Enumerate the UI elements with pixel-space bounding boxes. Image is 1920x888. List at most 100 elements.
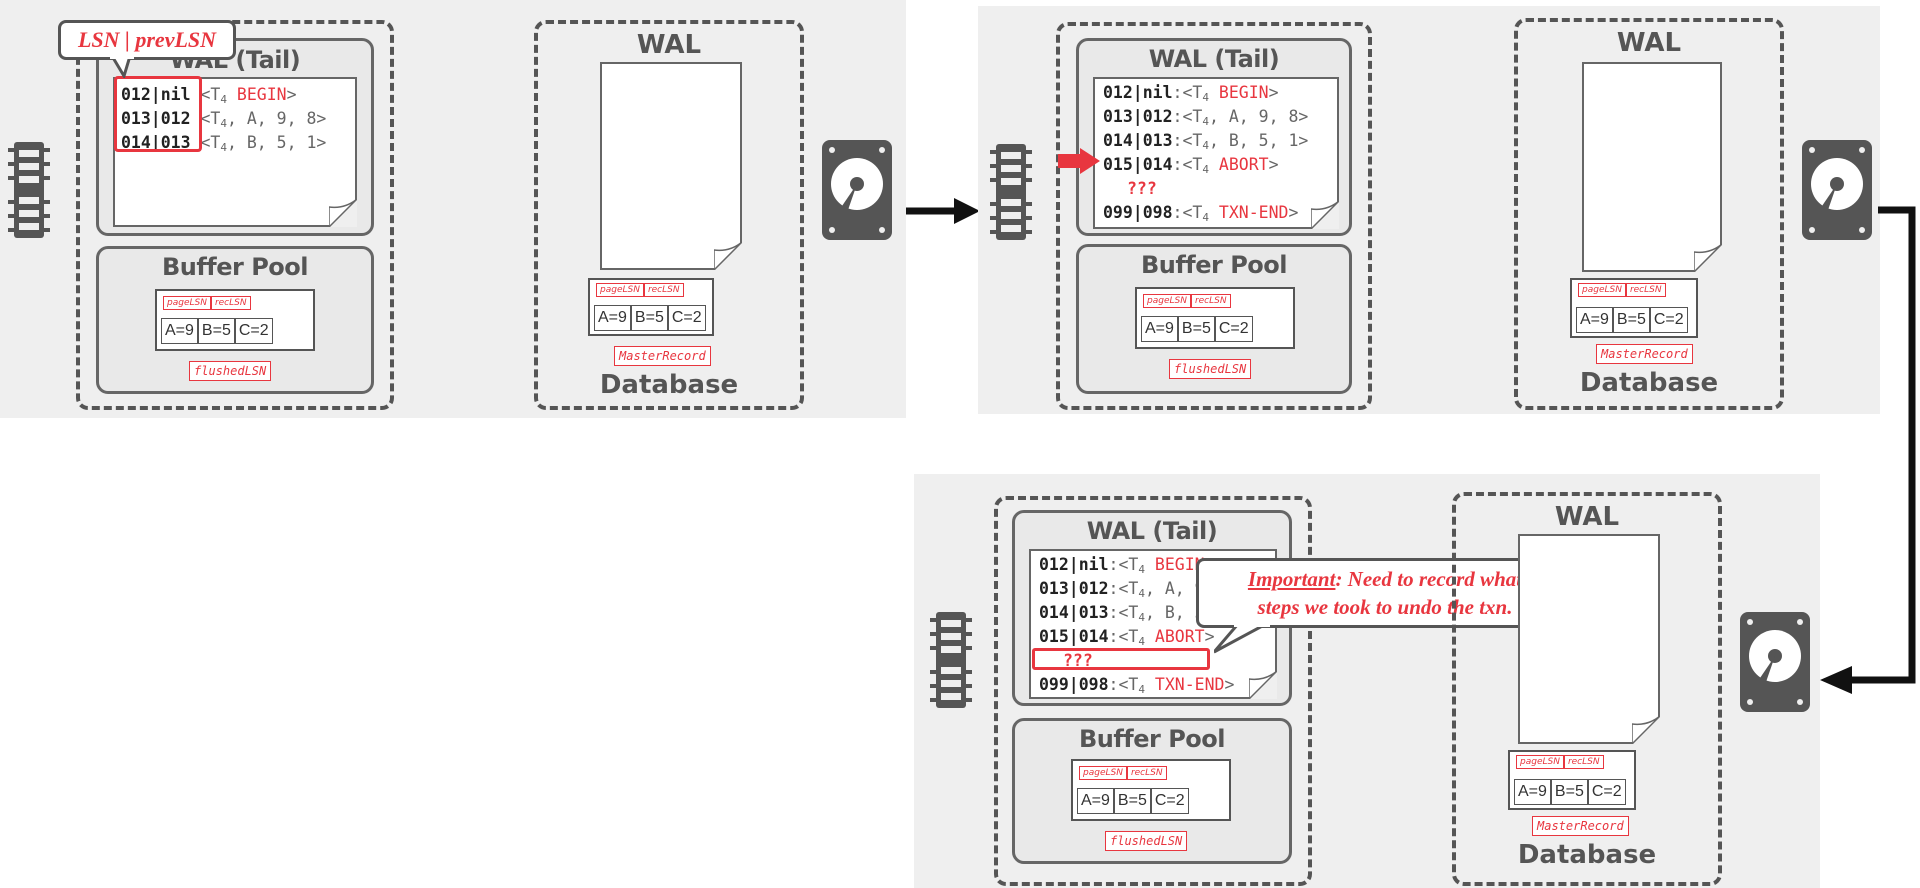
callout-pointer bbox=[110, 56, 134, 78]
page-lsn-label: pageLSN bbox=[1143, 294, 1191, 308]
database-title: Database bbox=[1517, 840, 1657, 870]
wal-title: WAL bbox=[1554, 502, 1620, 532]
cell-a: A=9 bbox=[1514, 779, 1551, 805]
page-fold bbox=[329, 199, 357, 227]
rec-lsn-label: recLSN bbox=[1190, 294, 1231, 308]
page-lsn-label: pageLSN bbox=[596, 283, 644, 297]
cell-c: C=2 bbox=[1214, 316, 1253, 342]
page-fold bbox=[1311, 201, 1339, 229]
wal-tail-title: WAL (Tail) bbox=[1148, 45, 1280, 73]
log-record: 013|012 <T4, A, 9, 8> bbox=[121, 109, 327, 130]
cell-c: C=2 bbox=[1587, 779, 1626, 805]
hard-disk-icon bbox=[822, 140, 892, 244]
database-title: Database bbox=[1579, 368, 1719, 398]
hard-disk-icon bbox=[1802, 140, 1872, 244]
flushed-lsn-tag: flushedLSN bbox=[189, 361, 272, 381]
disk-region bbox=[534, 20, 804, 410]
rec-lsn-label: recLSN bbox=[1625, 283, 1666, 297]
log-record: 012|nil <T4 BEGIN> bbox=[121, 85, 297, 106]
page-fold bbox=[1694, 244, 1722, 272]
disk-region bbox=[1452, 492, 1722, 886]
important-callout: Important: Need to record what steps we … bbox=[1196, 558, 1574, 628]
page-lsn-label: pageLSN bbox=[1079, 766, 1127, 780]
arrow-right-icon bbox=[906, 198, 980, 224]
cell-b: B=5 bbox=[1113, 788, 1151, 814]
cell-b: B=5 bbox=[630, 305, 668, 331]
page-lsn-label: pageLSN bbox=[1578, 283, 1626, 297]
cell-a: A=9 bbox=[594, 305, 631, 331]
panel-2: WAL (Tail) 012|nil:<T4 BEGIN> 013|012:<T… bbox=[978, 6, 1880, 414]
cell-b: B=5 bbox=[197, 318, 235, 344]
arrow-elbow-icon bbox=[1820, 206, 1916, 694]
page-lsn-label: pageLSN bbox=[163, 296, 211, 310]
lsn-highlight-box bbox=[114, 76, 202, 152]
log-record: 099|098:<T4 TXN-END> bbox=[1103, 203, 1299, 224]
rec-lsn-label: recLSN bbox=[1126, 766, 1167, 780]
cell-a: A=9 bbox=[161, 318, 198, 344]
cell-c: C=2 bbox=[1649, 307, 1688, 333]
unknown-record: ??? bbox=[1063, 651, 1093, 670]
database-title: Database bbox=[599, 370, 739, 400]
cell-c: C=2 bbox=[1150, 788, 1189, 814]
log-record: 015|014:<T4 ABORT> bbox=[1039, 627, 1215, 648]
buffer-pool-title: Buffer Pool bbox=[1078, 725, 1226, 753]
wal-tail-box: WAL (Tail) 012|nil:<T4 BEGIN> 013|012:<T… bbox=[1076, 38, 1352, 236]
lsn-prevlsn-callout: LSN | prevLSN bbox=[58, 20, 236, 60]
rec-lsn-label: recLSN bbox=[210, 296, 251, 310]
buffer-pool-title: Buffer Pool bbox=[161, 253, 309, 281]
log-record: 012|nil:<T4 BEGIN> bbox=[1103, 83, 1279, 104]
log-record: 013|012:<T4, A, 9, 8> bbox=[1103, 107, 1309, 128]
flushed-lsn-tag: flushedLSN bbox=[1105, 831, 1188, 851]
wal-disk-page bbox=[1518, 534, 1660, 744]
wal-tail-title: WAL (Tail) bbox=[1086, 517, 1218, 545]
disk-region bbox=[1514, 18, 1784, 410]
wal-title: WAL bbox=[636, 30, 702, 60]
cell-c: C=2 bbox=[234, 318, 273, 344]
memory-region bbox=[1056, 22, 1372, 410]
log-record: 014|013 <T4, B, 5, 1> bbox=[121, 133, 327, 154]
panel-3: WAL (Tail) 012|nil:<T4 BEGIN> 013|012:<T… bbox=[914, 474, 1820, 888]
rec-lsn-label: recLSN bbox=[643, 283, 684, 297]
wal-disk-page bbox=[1582, 62, 1722, 272]
hard-disk-icon bbox=[1740, 612, 1810, 716]
wal-tail-page: 012|nil:<T4 BEGIN> 013|012:<T4, A, 9, 8>… bbox=[1093, 77, 1339, 229]
memory-region bbox=[994, 496, 1312, 886]
master-record-tag: MasterRecord bbox=[1532, 816, 1629, 836]
wal-tail-box: WAL (Tail) 012|nil <T4 BEGIN> 013|012 <T… bbox=[96, 38, 374, 236]
cell-b: B=5 bbox=[1177, 316, 1215, 342]
cell-b: B=5 bbox=[1550, 779, 1588, 805]
cell-c: C=2 bbox=[667, 305, 706, 331]
rec-lsn-label: recLSN bbox=[1563, 755, 1604, 769]
cell-a: A=9 bbox=[1576, 307, 1613, 333]
page-fold bbox=[1249, 671, 1277, 699]
buffer-pool-title: Buffer Pool bbox=[1140, 251, 1288, 279]
page-fold bbox=[714, 242, 742, 270]
wal-tail-page: 012|nil:<T4 BEGIN> 013|012:<T4, A, 9, 8>… bbox=[1029, 549, 1277, 699]
callout-pointer bbox=[1214, 624, 1270, 654]
red-pointer-arrow-icon bbox=[1058, 148, 1100, 174]
wal-disk-page bbox=[600, 62, 742, 270]
memory-region bbox=[76, 20, 394, 410]
wal-title: WAL bbox=[1616, 28, 1682, 58]
master-record-tag: MasterRecord bbox=[614, 346, 711, 366]
page-lsn-label: pageLSN bbox=[1516, 755, 1564, 769]
panel-1: WAL (Tail) 012|nil <T4 BEGIN> 013|012 <T… bbox=[0, 0, 906, 418]
master-record-tag: MasterRecord bbox=[1596, 344, 1693, 364]
flushed-lsn-tag: flushedLSN bbox=[1169, 359, 1252, 379]
cell-a: A=9 bbox=[1141, 316, 1178, 342]
memory-icon bbox=[930, 612, 972, 712]
page-fold bbox=[1632, 716, 1660, 744]
log-record: 014|013:<T4, B, 5, 1> bbox=[1103, 131, 1309, 152]
log-record: 015|014:<T4 ABORT> bbox=[1103, 155, 1279, 176]
cell-b: B=5 bbox=[1612, 307, 1650, 333]
unknown-record: ??? bbox=[1127, 179, 1157, 198]
memory-icon bbox=[990, 144, 1032, 244]
